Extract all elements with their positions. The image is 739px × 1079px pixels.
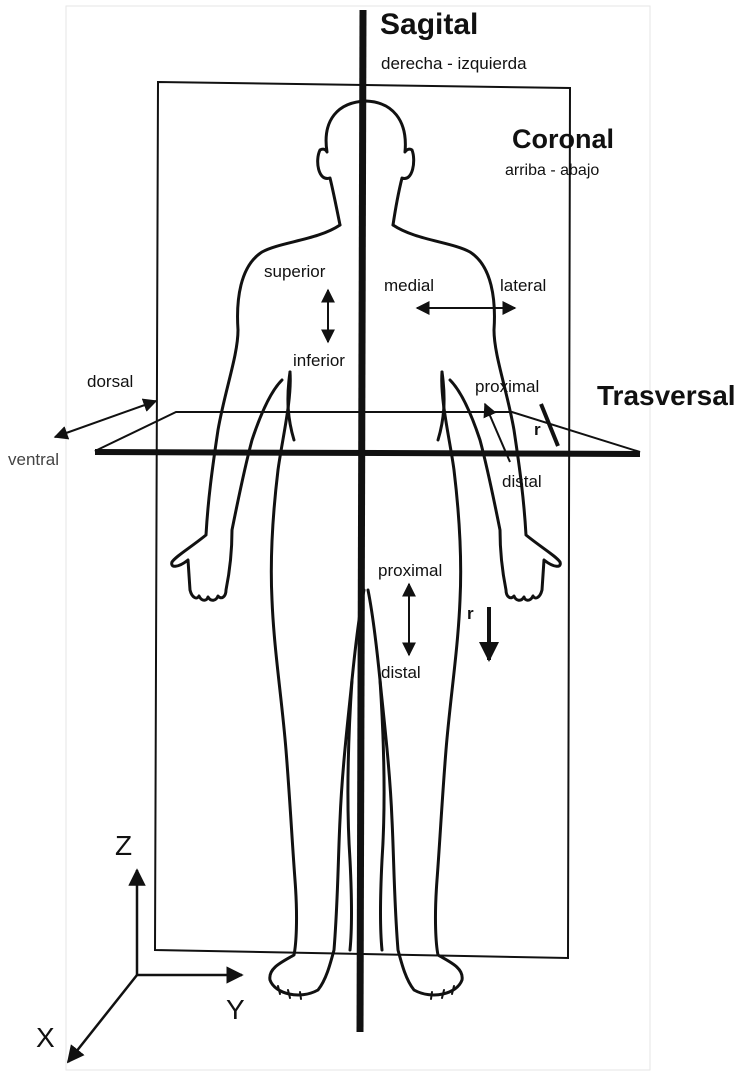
y-axis-label: Y (226, 994, 245, 1026)
r-arm-label: r (534, 420, 541, 440)
r-leg-label: r (467, 604, 474, 624)
coronal-plane-label: Coronal (512, 124, 614, 155)
trasversal-plane-label: Trasversal (597, 380, 736, 412)
right-inner-leg (380, 680, 384, 950)
dorsal-ventral-arrow (55, 401, 156, 437)
left-leg-outline (270, 372, 364, 995)
z-axis-label: Z (115, 830, 132, 862)
lateral-label: lateral (500, 276, 546, 296)
sagital-plane-label: Sagital (380, 8, 478, 42)
sagittal-plane-line (360, 10, 363, 1032)
ventral-label: ventral (8, 450, 59, 470)
medial-label: medial (384, 276, 434, 296)
right-leg-outline (368, 372, 462, 995)
sagital-directions-label: derecha - izquierda (381, 54, 527, 74)
inferior-label: inferior (293, 351, 345, 371)
x-axis (68, 975, 137, 1062)
x-axis-label: X (36, 1022, 55, 1054)
dorsal-label: dorsal (87, 372, 133, 392)
proximal-arm-label: proximal (475, 377, 539, 397)
transverse-plane-edge (95, 452, 640, 454)
coronal-directions-label: arriba - abajo (505, 162, 599, 180)
body-outline (172, 101, 561, 999)
proximal-leg-label: proximal (378, 561, 442, 581)
distal-leg-label: distal (381, 663, 421, 683)
transverse-plane (95, 412, 640, 452)
left-inner-leg (348, 680, 352, 950)
distal-arm-label: distal (502, 472, 542, 492)
superior-label: superior (264, 262, 325, 282)
